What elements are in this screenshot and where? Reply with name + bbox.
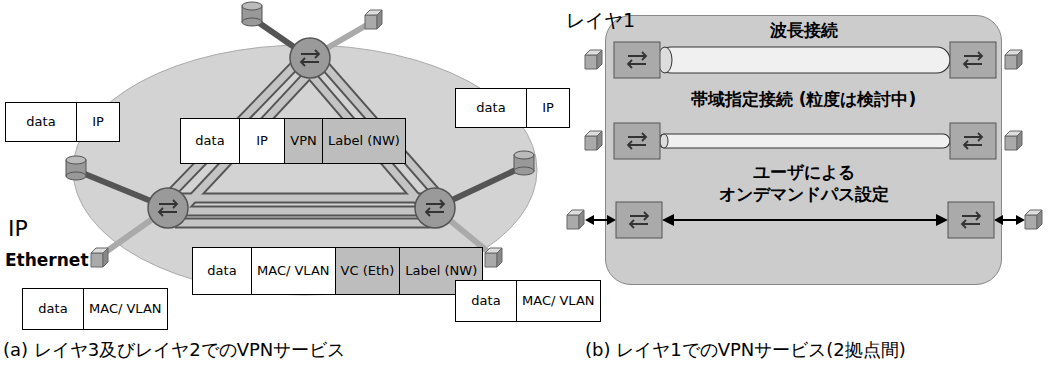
- header-field: Label (NW): [322, 119, 405, 163]
- connection-type: ユーザによる オンデマンドパス設定: [606, 161, 1001, 205]
- network-label: Ethernet: [5, 250, 89, 270]
- packet-header: dataMAC/ VLAN: [22, 288, 168, 330]
- connection-type: 帯域指定接続 (粒度は検討中): [606, 88, 1001, 110]
- header-field: MAC/ VLAN: [516, 281, 600, 321]
- header-field: data: [456, 281, 516, 321]
- header-field: IP: [76, 103, 119, 141]
- vpn-tunnels: [160, 60, 447, 223]
- network-label: IP: [8, 216, 28, 241]
- header-field: data: [181, 119, 239, 163]
- header-field: VPN: [284, 119, 322, 163]
- header-field: MAC/ VLAN: [83, 289, 167, 329]
- header-field: data: [6, 103, 76, 141]
- packet-header: dataMAC/ VLANVC (Eth)Label (NW): [192, 247, 483, 295]
- header-field: data: [193, 248, 251, 294]
- layer1-switches: [614, 42, 996, 238]
- packet-header: dataMAC/ VLAN: [455, 280, 601, 322]
- sub-caption: (b) レイヤ1でのVPNサービス(2拠点間): [585, 338, 906, 362]
- header-field: MAC/ VLAN: [251, 248, 335, 294]
- header-field: IP: [239, 119, 284, 163]
- access-lines: [80, 18, 520, 256]
- header-field: IP: [526, 89, 569, 127]
- sub-caption: (a) レイヤ3及びレイヤ2でのVPNサービス: [3, 338, 345, 362]
- packet-header: dataIP: [455, 88, 570, 128]
- packet-header: dataIPVPNLabel (NW): [180, 118, 406, 164]
- user-devices: [66, 2, 534, 267]
- layer1-devices: [567, 50, 1042, 229]
- header-field: data: [23, 289, 83, 329]
- connection-type: 波長接続: [606, 19, 1001, 41]
- network-cloud: [73, 45, 537, 295]
- header-field: data: [456, 89, 526, 127]
- layer-label: レイヤ1: [566, 8, 635, 34]
- header-field: VC (Eth): [335, 248, 400, 294]
- packet-header: dataIP: [5, 102, 120, 142]
- routers: [148, 38, 455, 228]
